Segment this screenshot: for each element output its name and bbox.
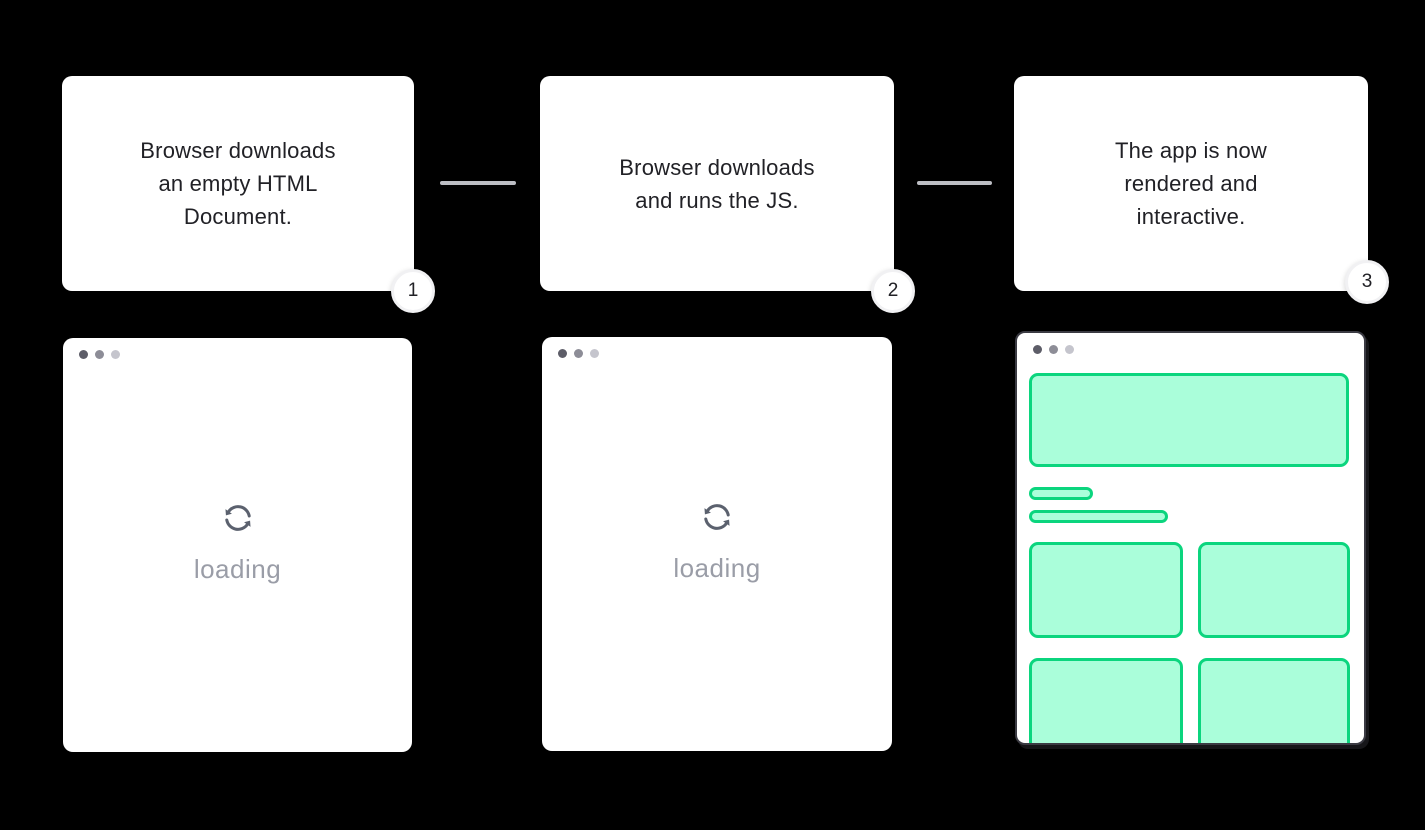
text-pill-long-placeholder: [1029, 510, 1168, 523]
step-3-number-badge: 3: [1345, 260, 1389, 304]
step-3-line-3: interactive.: [1136, 204, 1246, 229]
window-controls: [558, 349, 599, 358]
step-3-text: The app is now rendered and interactive.: [1115, 134, 1267, 233]
window-dot-icon: [1033, 345, 1042, 354]
window-controls: [1033, 345, 1074, 354]
window-dot-icon: [558, 349, 567, 358]
window-dot-icon: [574, 349, 583, 358]
loading-state: loading: [542, 498, 892, 584]
step-1-text: Browser downloads an empty HTML Document…: [140, 134, 335, 233]
step-2-text: Browser downloads and runs the JS.: [619, 151, 814, 217]
window-dot-icon: [1049, 345, 1058, 354]
grid-card-placeholder: [1029, 658, 1183, 743]
step-2-line-1: Browser downloads: [619, 154, 815, 180]
window-dot-icon: [1065, 345, 1074, 354]
grid-card-placeholder: [1198, 658, 1350, 743]
step-card-1: Browser downloads an empty HTML Document…: [62, 76, 435, 313]
step-2-line-2: and runs the JS.: [635, 187, 799, 213]
step-1-line-1: Browser downloads: [140, 138, 336, 163]
grid-card-placeholder: [1029, 542, 1183, 638]
window-dot-icon: [590, 349, 599, 358]
window-dot-icon: [111, 350, 120, 359]
window-controls: [79, 350, 120, 359]
step-3-line-1: The app is now: [1115, 138, 1267, 163]
sync-icon: [704, 504, 730, 530]
step-1-number-badge: 1: [391, 269, 435, 313]
step-card-3: The app is now rendered and interactive.…: [1014, 76, 1389, 304]
browser-window-3: [1015, 331, 1366, 745]
step-3-line-2: rendered and: [1124, 171, 1258, 196]
sync-icon: [224, 505, 251, 531]
hero-banner-placeholder: [1029, 373, 1349, 467]
step-1-line-2: an empty HTML: [158, 171, 318, 196]
step-1-line-3: Document.: [183, 204, 293, 229]
window-dot-icon: [79, 350, 88, 359]
browser-window-2: loading: [542, 337, 892, 751]
step-2-number-badge: 2: [871, 269, 915, 313]
text-pill-short-placeholder: [1029, 487, 1093, 500]
loading-label: loading: [193, 554, 282, 584]
step-card-2: Browser downloads and runs the JS. 2: [540, 76, 915, 313]
loading-state: loading: [63, 499, 412, 585]
window-dot-icon: [95, 350, 104, 359]
browser-window-1: loading: [63, 338, 412, 752]
loading-label: loading: [673, 553, 761, 583]
connector-line-2: [917, 181, 992, 185]
connector-line-1: [440, 181, 516, 185]
grid-card-placeholder: [1198, 542, 1350, 638]
